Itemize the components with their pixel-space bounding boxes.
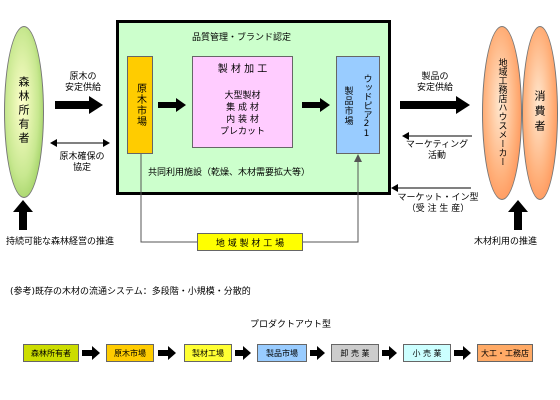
product-supply-label: 製品の 安定供給 (405, 72, 465, 94)
market-in-line2: （受 注 生 産） (406, 204, 470, 214)
chain-forest-owner: 森林所有者 (23, 344, 79, 362)
chain-arrow (82, 346, 100, 360)
forest-promotion-arrow (13, 200, 33, 230)
forest-owner-label: 森林所有者 (17, 76, 30, 146)
arrow-processing-to-market (302, 98, 330, 112)
product-supply-line2: 安定供給 (416, 83, 453, 93)
marketing-label: マーケティング 活動 (402, 140, 472, 162)
consumer-label: 消費者 (533, 89, 546, 135)
log-agreement-line1: 原木確保の (59, 152, 105, 162)
forest-owner-ellipse (4, 26, 44, 198)
chain-wholesale: 卸 売 業 (331, 344, 379, 362)
log-agreement-line2: 協定 (72, 163, 91, 173)
processing-item: 内 装 材 (226, 115, 259, 125)
chain-arrow (158, 346, 176, 360)
log-supply-line1: 原木の (69, 72, 97, 82)
common-facility-label: 共同利用施設（乾燥、木材需要拡大等） (148, 168, 311, 178)
chain-arrow (310, 346, 325, 360)
log-supply-label: 原木の 安定供給 (58, 72, 108, 94)
chain-retail: 小 売 業 (403, 344, 451, 362)
processing-items: 大型製材 集 成 材 内 装 材 プレカット (192, 90, 293, 138)
log-supply-line2: 安定供給 (64, 83, 101, 93)
product-market-sub: 製品市場 (342, 86, 353, 126)
marketing-line1: マーケティング (405, 140, 469, 150)
chain-arrow (454, 346, 471, 360)
wood-use-promotion: 木材利用の推進 (474, 237, 538, 247)
chain-sawmill: 製材工場 (184, 344, 232, 362)
arrow-log-to-processing (158, 98, 186, 112)
wood-use-promotion-arrow (508, 200, 528, 230)
forest-management-promotion: 持続可能な森林経営の推進 (6, 237, 115, 247)
chain-arrow (382, 346, 397, 360)
chain-arrow (235, 346, 251, 360)
processing-item: 集 成 材 (226, 103, 259, 113)
processing-item: 大型製材 (224, 91, 261, 101)
consumer-ellipse (522, 26, 558, 200)
market-in-arrow (391, 184, 471, 192)
log-market-box: 原木市場 (127, 56, 153, 154)
chain-carpenter: 大工・工務店 (477, 344, 533, 362)
supply-arrow-right (400, 96, 470, 114)
market-in-label: マーケット・イン型 （受 注 生 産） (397, 193, 479, 215)
processing-title: 製 材 加 工 (217, 64, 268, 75)
woodpia-label: ウッドピア21 (361, 73, 372, 139)
builder-label: 地域工務店ハウスメーカー (496, 58, 507, 166)
marketing-arrow (402, 132, 472, 140)
supply-arrow-left (55, 96, 103, 114)
regional-mill-box: 地 域 製 材 工 場 (197, 233, 303, 251)
product-market-box (336, 56, 380, 154)
agreement-double-arrow (50, 139, 110, 147)
product-out-label: プロダクトアウト型 (250, 320, 332, 330)
chain-arrows (82, 346, 471, 360)
reference-text: (参考)既存の木材の流通システム：多段階・小規模・分散的 (10, 287, 251, 297)
log-agreement-label: 原木確保の 協定 (52, 152, 112, 174)
processing-box (192, 56, 293, 148)
market-in-line1: マーケット・イン型 (397, 193, 479, 203)
regional-mill-connector (140, 154, 362, 243)
product-supply-line1: 製品の (421, 72, 449, 82)
chain-product-market: 製品市場 (257, 344, 307, 362)
marketing-line2: 活動 (427, 151, 446, 161)
chain-log-market: 原木市場 (106, 344, 154, 362)
processing-item: プレカット (219, 127, 265, 137)
quality-management-title: 品質管理・ブランド認定 (192, 33, 292, 43)
